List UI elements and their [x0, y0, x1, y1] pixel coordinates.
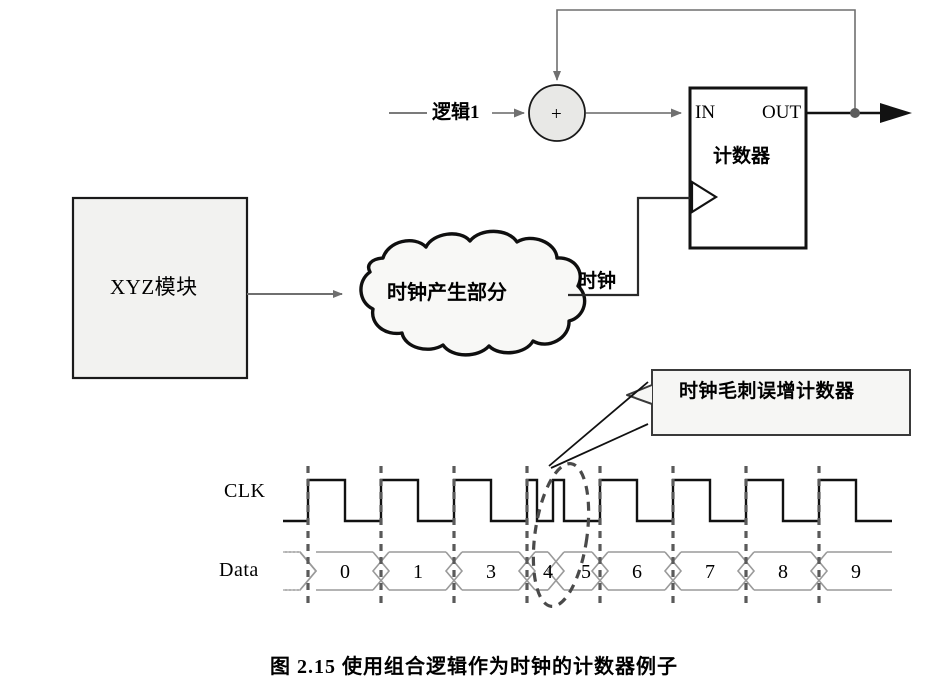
bus-value: 0 — [340, 561, 350, 583]
glitch-highlight-ellipse — [531, 462, 591, 608]
clock-net-label: 时钟 — [578, 271, 617, 292]
counter-block-label: 计数器 — [713, 146, 771, 167]
bus-value: 4 — [543, 561, 553, 583]
xyz-module-label: XYZ模块 — [110, 275, 198, 299]
callout-text: 时钟毛刺误增计数器 — [679, 381, 855, 402]
counter-output-wire — [806, 103, 912, 123]
xyz-module-block — [71, 196, 249, 380]
callout-box — [626, 369, 911, 436]
logic1-net-label: 逻辑1 — [432, 102, 480, 123]
feedback-loop-wire — [553, 9, 856, 113]
bus-value: 7 — [705, 561, 715, 583]
counter-block — [688, 86, 808, 250]
figure-caption: 图 2.15 使用组合逻辑作为时钟的计数器例子 — [270, 656, 678, 678]
data-signal-label: Data — [219, 559, 259, 581]
bus-value: 9 — [851, 561, 861, 583]
bus-value: 3 — [486, 561, 496, 583]
clock-cloud-block — [359, 229, 587, 357]
adder-node — [528, 84, 586, 142]
clock-cloud-label: 时钟产生部分 — [387, 282, 507, 304]
counter-port-out-label: OUT — [762, 102, 802, 123]
bus-value: 6 — [632, 561, 642, 583]
clock-net-wire — [568, 196, 690, 297]
clk-signal-label: CLK — [224, 480, 266, 502]
counter-port-in-label: IN — [695, 102, 716, 123]
bus-value: 1 — [413, 561, 423, 583]
adder-plus-label: + — [551, 104, 562, 125]
bus-value: 8 — [778, 561, 788, 583]
bus-value: 5 — [581, 561, 591, 583]
clk-waveform — [283, 478, 892, 523]
callout-leader-lines — [548, 381, 649, 469]
clock-edge-markers — [306, 466, 821, 606]
